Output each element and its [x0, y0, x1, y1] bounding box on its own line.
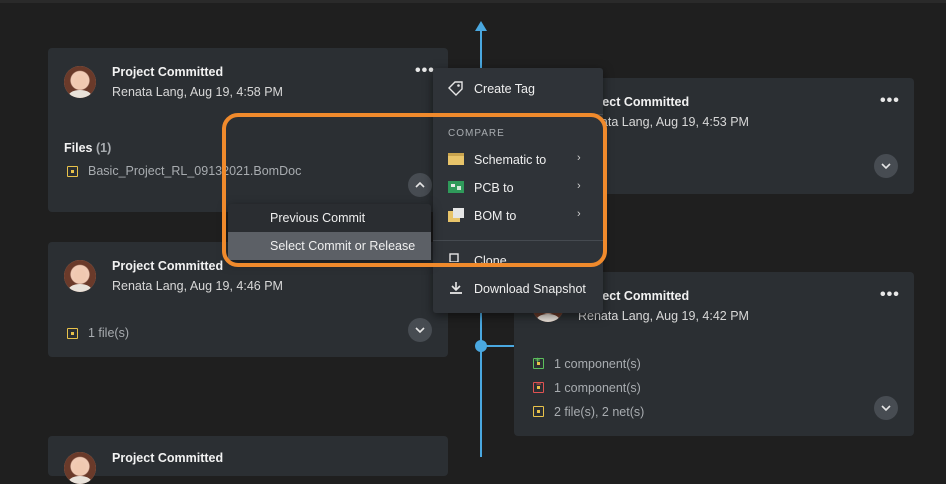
collapse-button[interactable] — [408, 173, 432, 197]
menu-divider — [433, 240, 603, 241]
timeline-arrow — [475, 21, 487, 31]
create-tag-item[interactable]: Create Tag — [474, 82, 535, 96]
commit-meta: Renata Lang, Aug 19, 4:53 PM — [578, 115, 749, 129]
expand-button[interactable] — [874, 396, 898, 420]
select-commit-item[interactable]: Select Commit or Release — [270, 239, 416, 253]
timeline-branch — [481, 345, 515, 347]
expand-button[interactable] — [408, 318, 432, 342]
submenu-selected-row[interactable] — [228, 232, 431, 260]
tag-icon — [448, 81, 463, 96]
chevron-down-icon — [415, 327, 425, 334]
changed-summary: 2 file(s), 2 net(s) — [554, 405, 645, 419]
file-name[interactable]: Basic_Project_RL_09132021.BomDoc — [88, 164, 302, 178]
commit-title: Project Committed — [578, 289, 690, 303]
commit-card: Project Committed Renata Lang, Aug 19, 4… — [48, 242, 448, 357]
commit-title: Project Committed — [112, 451, 224, 465]
compare-pcb-item[interactable]: PCB to — [474, 181, 514, 195]
timeline-node[interactable] — [475, 340, 487, 352]
chevron-up-icon — [415, 181, 425, 188]
compare-submenu: Previous Commit Select Commit or Release — [228, 204, 431, 260]
commit-meta: Renata Lang, Aug 19, 4:46 PM — [112, 279, 283, 293]
avatar — [64, 66, 96, 98]
chevron-right-icon: › — [577, 152, 581, 164]
modified-file-icon — [67, 166, 78, 177]
chevron-down-icon — [881, 163, 891, 170]
download-icon — [450, 282, 462, 294]
pcb-icon — [448, 181, 464, 193]
commit-card: Project Committed — [48, 436, 448, 484]
compare-header: COMPARE — [448, 128, 505, 139]
top-strip — [0, 0, 946, 3]
modified-file-icon — [67, 328, 78, 339]
commit-title: Project Committed — [112, 65, 224, 79]
chevron-right-icon: › — [577, 180, 581, 192]
compare-schematic-item[interactable]: Schematic to — [474, 153, 547, 167]
commit-title: Project Committed — [112, 259, 224, 273]
more-options-icon[interactable]: ••• — [415, 62, 435, 79]
removed-components: 1 component(s) — [554, 381, 641, 395]
compare-bom-item[interactable]: BOM to — [474, 209, 517, 223]
bom-icon — [448, 208, 464, 222]
previous-commit-item[interactable]: Previous Commit — [270, 211, 366, 225]
more-options-icon[interactable]: ••• — [880, 92, 900, 109]
schematic-icon — [448, 153, 464, 165]
modified-file-icon — [533, 406, 544, 417]
expand-button[interactable] — [874, 154, 898, 178]
highlight-frame — [222, 113, 607, 267]
clone-icon — [449, 253, 459, 262]
removed-icon: − — [533, 379, 544, 393]
files-heading: Files (1) — [64, 141, 112, 155]
files-summary: 1 file(s) — [88, 326, 129, 340]
context-menu: Create Tag COMPARE Schematic to › PCB to… — [433, 68, 603, 313]
more-options-icon[interactable]: ••• — [880, 286, 900, 303]
download-snapshot-item[interactable]: Download Snapshot — [474, 282, 586, 296]
commit-meta: Renata Lang, Aug 19, 4:58 PM — [112, 85, 283, 99]
commit-card: Project Committed Renata Lang, Aug 19, 4… — [48, 48, 448, 212]
added-components: 1 component(s) — [554, 357, 641, 371]
chevron-right-icon: › — [577, 208, 581, 220]
clone-item[interactable]: Clone — [474, 254, 507, 263]
added-icon: + — [533, 355, 544, 369]
chevron-down-icon — [881, 405, 891, 412]
avatar — [64, 260, 96, 292]
commit-meta: Renata Lang, Aug 19, 4:42 PM — [578, 309, 749, 323]
commit-title: Project Committed — [578, 95, 690, 109]
